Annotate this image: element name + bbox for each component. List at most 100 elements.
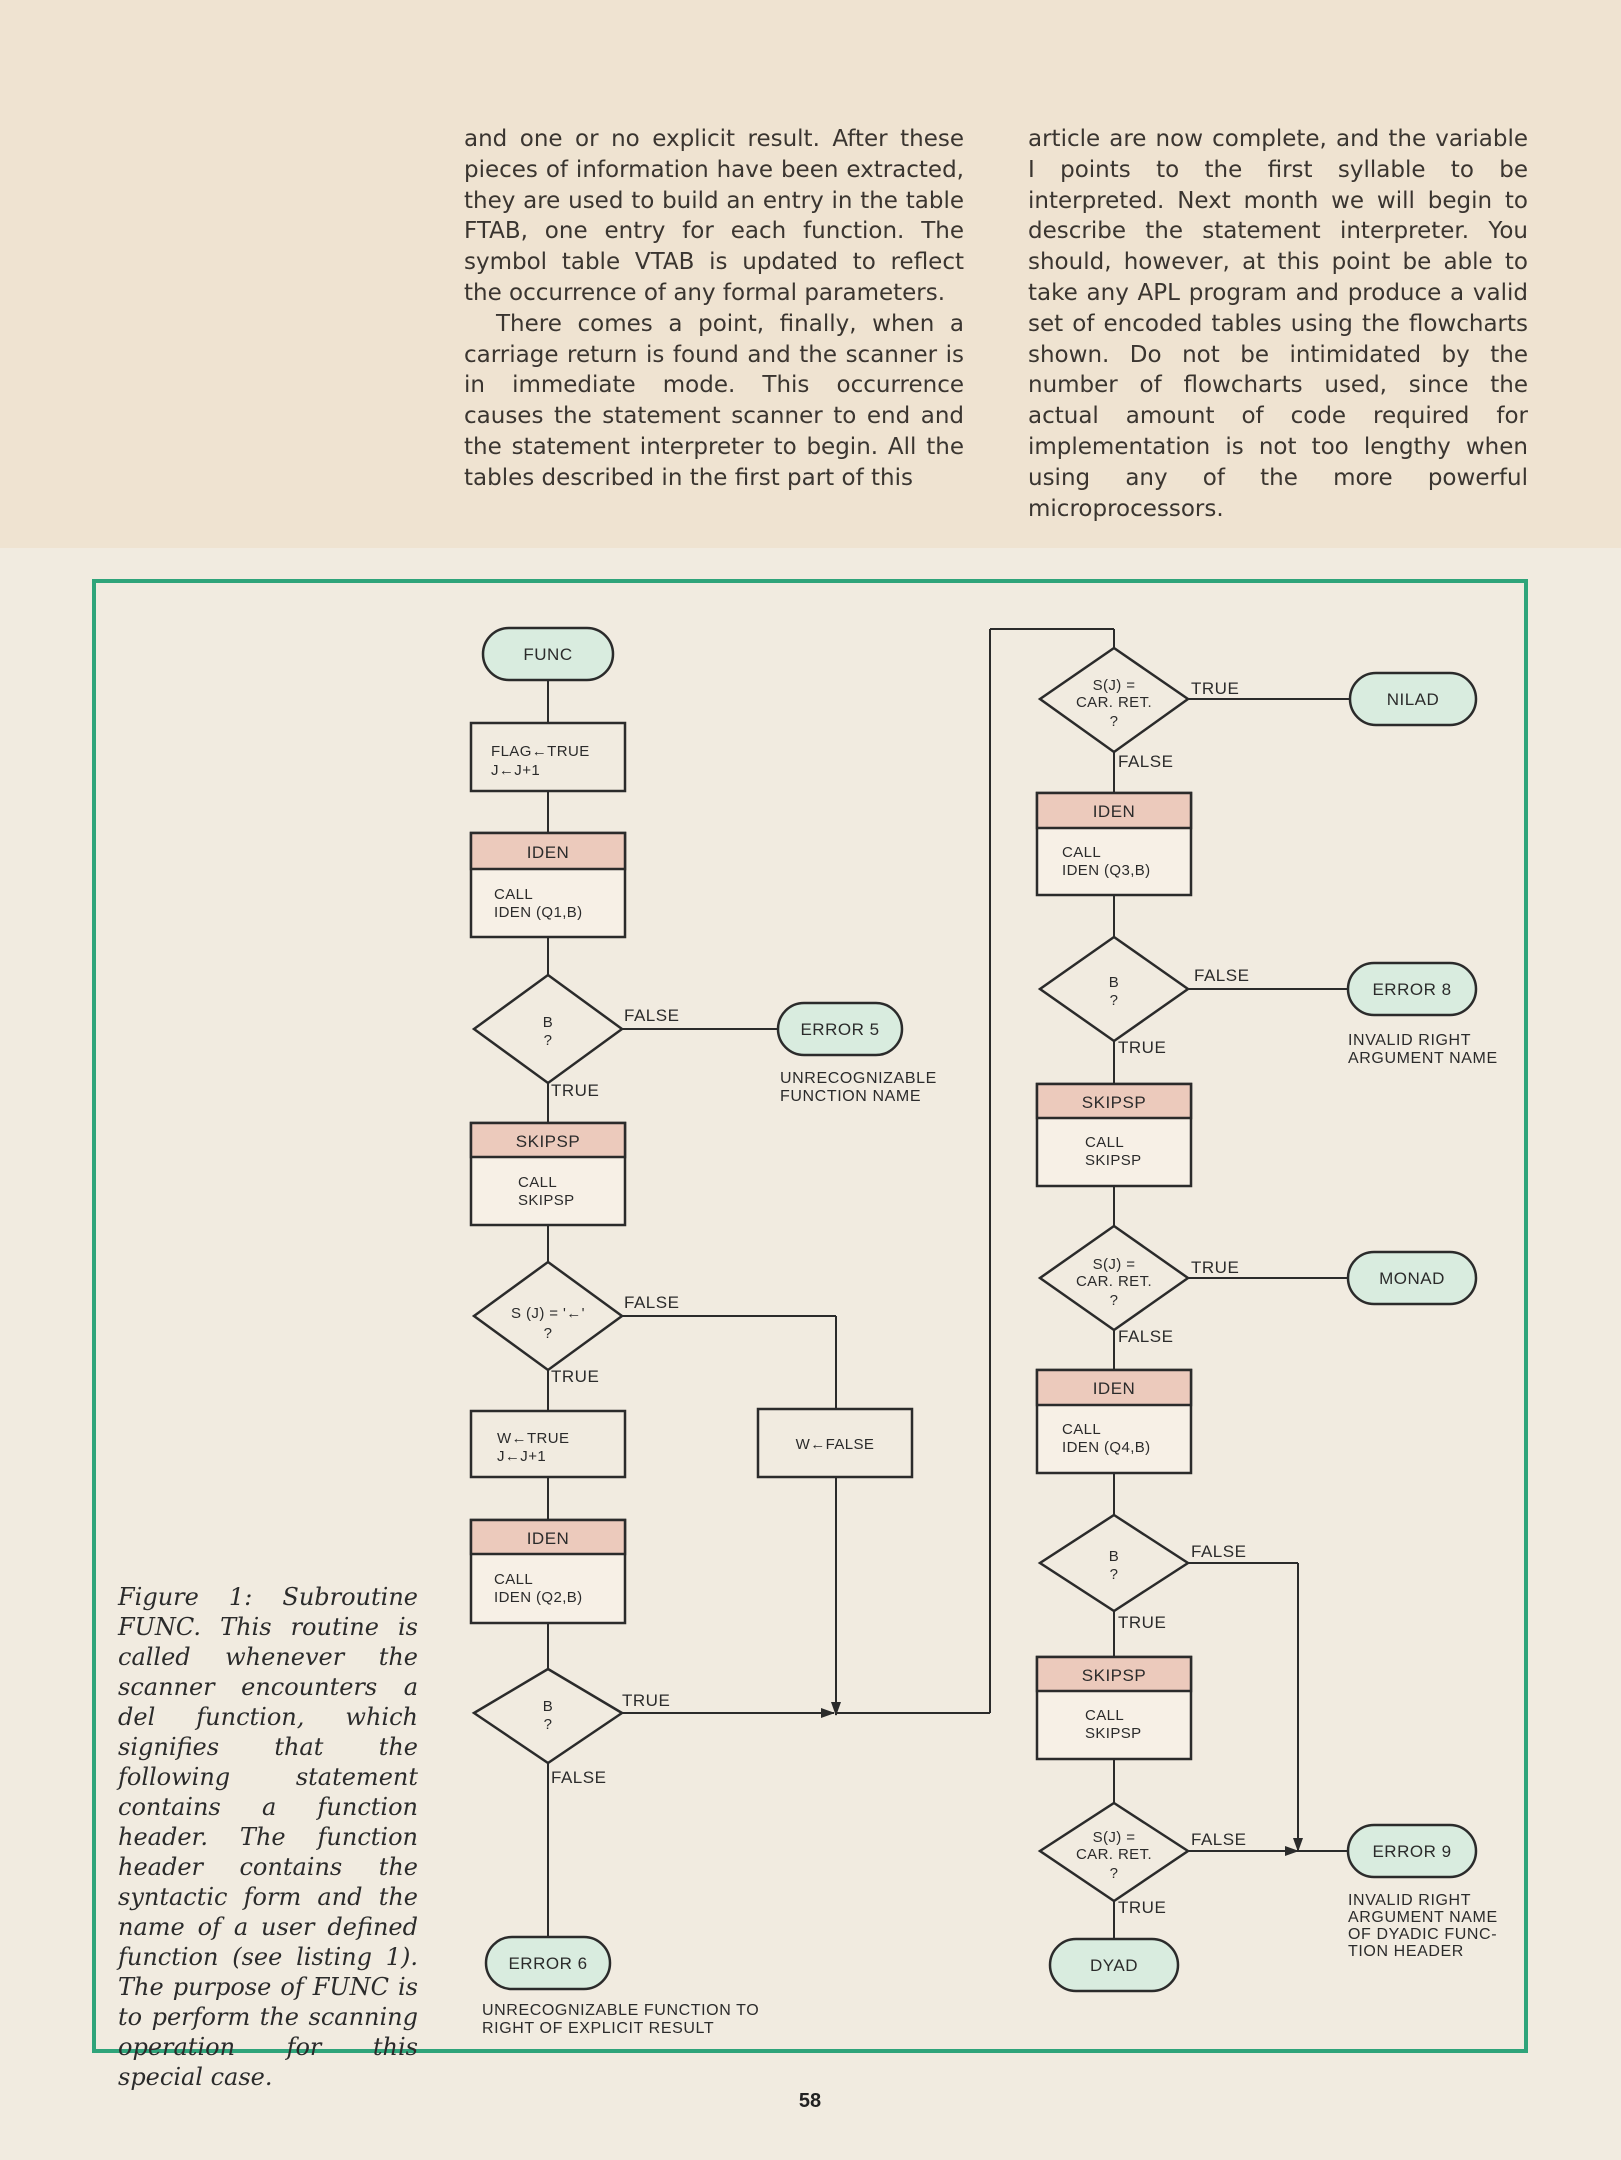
error9-note: OF DYADIC FUNC- bbox=[1348, 1926, 1497, 1943]
error6-terminal: ERROR 6 bbox=[484, 1935, 612, 1991]
svg-text:SKIPSP: SKIPSP bbox=[516, 1132, 580, 1151]
page-number: 58 bbox=[798, 2090, 822, 2112]
svg-text:SKIPSP: SKIPSP bbox=[518, 1192, 575, 1209]
svg-text:CALL: CALL bbox=[1085, 1707, 1124, 1724]
svg-text:CALL: CALL bbox=[494, 886, 533, 903]
true-label: TRUE bbox=[1191, 1258, 1239, 1277]
true-label: TRUE bbox=[551, 1081, 599, 1100]
false-label: FALSE bbox=[1191, 1830, 1246, 1849]
article-column-right: article are now complete, and the variab… bbox=[1028, 124, 1528, 524]
w-false-box: W←FALSE bbox=[756, 1407, 914, 1479]
svg-text:B: B bbox=[543, 1014, 553, 1031]
svg-text:ERROR 9: ERROR 9 bbox=[1372, 1842, 1451, 1861]
svg-text:S(J) =: S(J) = bbox=[1093, 1829, 1136, 1846]
false-label: FALSE bbox=[624, 1006, 679, 1025]
decision-s-assign: S (J) = '←' ? bbox=[471, 1260, 625, 1372]
connectors bbox=[547, 628, 1350, 1939]
false-label: FALSE bbox=[1118, 752, 1173, 771]
svg-text:W←FALSE: W←FALSE bbox=[796, 1436, 875, 1453]
svg-text:W←TRUE: W←TRUE bbox=[497, 1430, 569, 1447]
true-label: TRUE bbox=[1191, 679, 1239, 698]
svg-text:SKIPSP: SKIPSP bbox=[1082, 1093, 1146, 1112]
init-process-box: FLAG←TRUE J←J+1 bbox=[469, 721, 627, 793]
svg-text:NILAD: NILAD bbox=[1387, 690, 1440, 709]
decision-car-ret-2: S(J) = CAR. RET. ? bbox=[1037, 1224, 1191, 1332]
false-label: FALSE bbox=[551, 1768, 606, 1787]
decision-car-ret-1: S(J) = CAR. RET. ? bbox=[1037, 646, 1191, 754]
svg-text:B: B bbox=[1109, 974, 1119, 991]
svg-text:IDEN (Q3,B): IDEN (Q3,B) bbox=[1062, 862, 1151, 879]
false-label: FALSE bbox=[1191, 1542, 1246, 1561]
error8-note: ARGUMENT NAME bbox=[1348, 1050, 1498, 1067]
svg-text:?: ? bbox=[1110, 1566, 1119, 1583]
dyad-terminal: DYAD bbox=[1048, 1937, 1180, 1993]
svg-text:IDEN (Q2,B): IDEN (Q2,B) bbox=[494, 1589, 583, 1606]
error9-note: TION HEADER bbox=[1348, 1943, 1464, 1960]
paragraph: There comes a point, finally, when a car… bbox=[464, 310, 964, 491]
true-label: TRUE bbox=[551, 1367, 599, 1386]
svg-text:SKIPSP: SKIPSP bbox=[1082, 1666, 1146, 1685]
true-label: TRUE bbox=[1118, 1613, 1166, 1632]
svg-text:CALL: CALL bbox=[1062, 1421, 1101, 1438]
decision-b-2: B ? bbox=[471, 1667, 625, 1765]
true-label: TRUE bbox=[1118, 1898, 1166, 1917]
paragraph: article are now complete, and the variab… bbox=[1028, 126, 1528, 522]
paragraph: and one or no explicit result. After the… bbox=[464, 126, 964, 306]
error5-note: UNRECOGNIZABLE bbox=[780, 1070, 937, 1087]
false-label: FALSE bbox=[1194, 966, 1249, 985]
figure-frame bbox=[92, 579, 1528, 2053]
svg-text:CALL: CALL bbox=[1085, 1134, 1124, 1151]
svg-text:?: ? bbox=[544, 1032, 553, 1049]
svg-text:IDEN: IDEN bbox=[527, 843, 570, 862]
error8-note: INVALID RIGHT bbox=[1348, 1032, 1471, 1049]
svg-text:?: ? bbox=[1110, 1292, 1119, 1309]
svg-text:SKIPSP: SKIPSP bbox=[1085, 1152, 1142, 1169]
svg-text:B: B bbox=[1109, 1548, 1119, 1565]
decision-car-ret-3: S(J) = CAR. RET. ? bbox=[1037, 1801, 1191, 1903]
error5-terminal: ERROR 5 bbox=[776, 1001, 904, 1057]
error9-note: ARGUMENT NAME bbox=[1348, 1909, 1498, 1926]
error9-terminal: ERROR 9 bbox=[1346, 1823, 1478, 1879]
svg-text:DYAD: DYAD bbox=[1090, 1956, 1138, 1975]
call-iden-q3-box: IDEN CALL IDEN (Q3,B) bbox=[1035, 791, 1193, 897]
svg-text:ERROR 6: ERROR 6 bbox=[508, 1954, 587, 1973]
true-label: TRUE bbox=[1118, 1038, 1166, 1057]
svg-text:?: ? bbox=[544, 1325, 553, 1342]
svg-text:FUNC: FUNC bbox=[523, 645, 572, 664]
nilad-terminal: NILAD bbox=[1348, 671, 1478, 727]
svg-text:CALL: CALL bbox=[518, 1174, 557, 1191]
svg-text:ERROR 5: ERROR 5 bbox=[800, 1020, 879, 1039]
decision-b-3: B ? bbox=[1037, 935, 1191, 1043]
svg-text:J←J+1: J←J+1 bbox=[497, 1448, 546, 1465]
svg-text:?: ? bbox=[544, 1716, 553, 1733]
svg-text:SKIPSP: SKIPSP bbox=[1085, 1725, 1142, 1742]
w-true-box: W←TRUE J←J+1 bbox=[469, 1409, 627, 1479]
call-iden-q4-box: IDEN CALL IDEN (Q4,B) bbox=[1035, 1368, 1193, 1475]
svg-text:?: ? bbox=[1110, 713, 1119, 730]
svg-text:IDEN: IDEN bbox=[1093, 802, 1136, 821]
svg-text:CALL: CALL bbox=[1062, 844, 1101, 861]
svg-text:IDEN (Q4,B): IDEN (Q4,B) bbox=[1062, 1439, 1151, 1456]
article-text-band bbox=[0, 0, 1621, 548]
svg-text:CAR. RET.: CAR. RET. bbox=[1076, 1273, 1152, 1290]
svg-text:J←J+1: J←J+1 bbox=[491, 762, 540, 779]
call-skipsp-box: SKIPSP CALL SKIPSP bbox=[1035, 1655, 1193, 1761]
call-iden-q1-box: IDEN CALL IDEN (Q1,B) bbox=[469, 831, 627, 939]
svg-text:CALL: CALL bbox=[494, 1571, 533, 1588]
error6-note: UNRECOGNIZABLE FUNCTION TO bbox=[482, 2002, 759, 2019]
func-terminal: FUNC bbox=[481, 626, 615, 682]
true-label: TRUE bbox=[622, 1691, 670, 1710]
error5-note: FUNCTION NAME bbox=[780, 1088, 921, 1105]
svg-text:IDEN: IDEN bbox=[1093, 1379, 1136, 1398]
call-skipsp-box: SKIPSP CALL SKIPSP bbox=[469, 1121, 627, 1227]
svg-text:CAR. RET.: CAR. RET. bbox=[1076, 694, 1152, 711]
monad-terminal: MONAD bbox=[1346, 1250, 1478, 1306]
svg-text:S(J) =: S(J) = bbox=[1093, 677, 1136, 694]
call-iden-q2-box: IDEN CALL IDEN (Q2,B) bbox=[469, 1518, 627, 1625]
error8-terminal: ERROR 8 bbox=[1346, 961, 1478, 1017]
svg-text:S(J) =: S(J) = bbox=[1093, 1256, 1136, 1273]
svg-text:S (J) = '←': S (J) = '←' bbox=[511, 1305, 585, 1322]
svg-text:?: ? bbox=[1110, 992, 1119, 1009]
decision-b-4: B ? bbox=[1037, 1513, 1191, 1613]
